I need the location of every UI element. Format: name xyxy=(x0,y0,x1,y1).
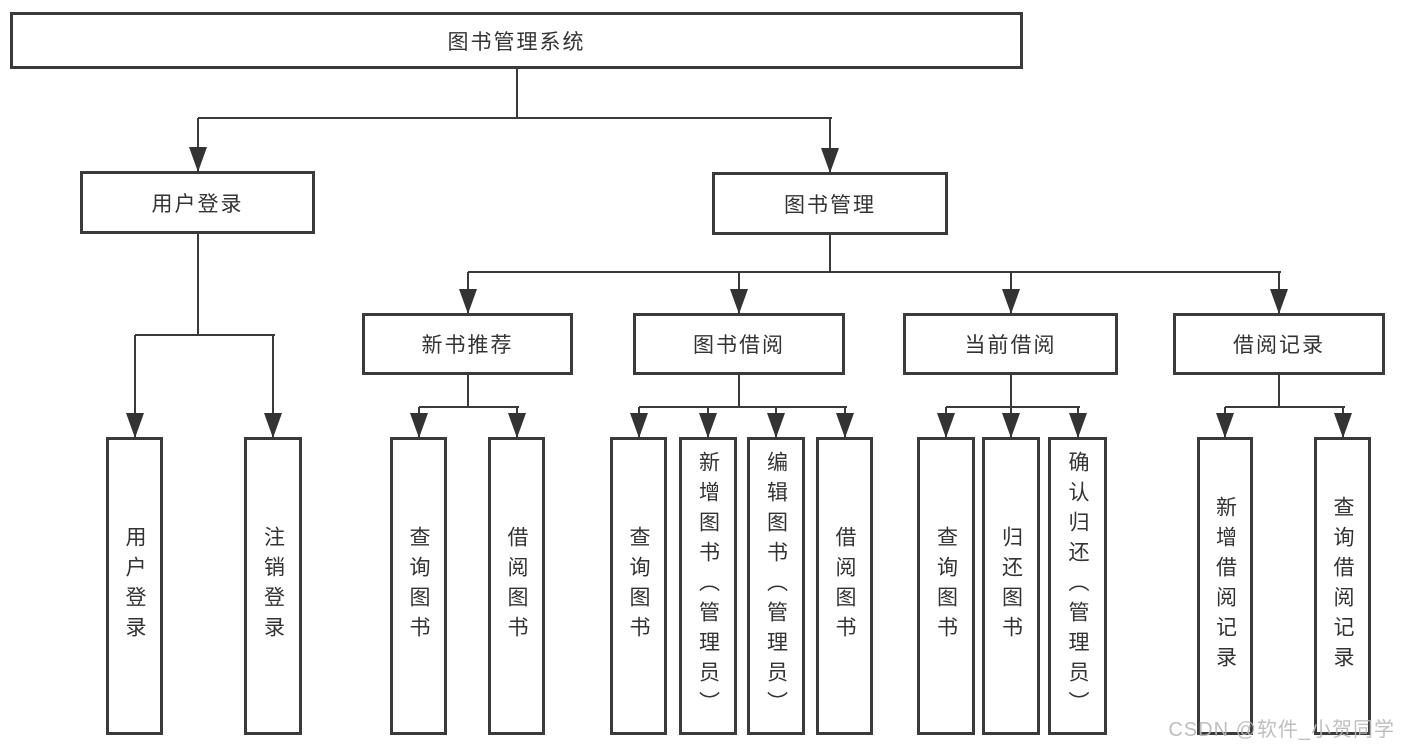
connector-line xyxy=(196,118,199,171)
node-leaf-query-book-2: 查询图书 xyxy=(610,437,667,735)
arrowhead-icon xyxy=(458,289,477,314)
node-label-leaf-logout: 注销登录 xyxy=(261,526,285,646)
arrowhead-icon xyxy=(629,413,648,438)
node-leaf-confirm-return: 确认归还（管理员） xyxy=(1048,437,1107,735)
arrowhead-icon xyxy=(835,413,854,438)
connector-line xyxy=(829,118,831,172)
node-label-leaf-return-book: 归还图书 xyxy=(999,526,1023,646)
arrowhead-icon xyxy=(188,147,207,172)
arrowhead-icon xyxy=(409,413,428,438)
connector-line xyxy=(272,335,274,437)
node-label-leaf-query-book-3: 查询图书 xyxy=(934,526,958,646)
node-label-leaf-borrow-book-2: 借阅图书 xyxy=(833,526,856,646)
arrowhead-icon xyxy=(1001,289,1020,314)
node-leaf-query-book-1: 查询图书 xyxy=(390,437,447,735)
arrowhead-icon xyxy=(1068,413,1087,438)
connector-line xyxy=(829,235,831,272)
node-leaf-borrow-book-2: 借阅图书 xyxy=(816,437,873,735)
node-borrow-records: 借阅记录 xyxy=(1173,313,1385,375)
node-label-leaf-borrow-book-1: 借阅图书 xyxy=(505,526,528,646)
arrowhead-icon xyxy=(1216,413,1234,438)
node-leaf-query-record: 查询借阅记录 xyxy=(1314,437,1371,735)
connector-line xyxy=(1278,375,1280,407)
node-leaf-edit-book: 编辑图书（管理员） xyxy=(747,437,805,735)
node-label-leaf-add-record: 新增借阅记录 xyxy=(1213,496,1237,676)
node-label-new-book-rec: 新书推荐 xyxy=(421,334,514,357)
node-label-book-borrow: 图书借阅 xyxy=(693,334,785,357)
arrowhead-icon xyxy=(699,413,717,438)
connector-line xyxy=(515,69,518,118)
node-label-root: 图书管理系统 xyxy=(447,30,586,54)
node-leaf-return-book: 归还图书 xyxy=(982,437,1040,735)
connector-line xyxy=(196,234,199,335)
node-leaf-user-login: 用户登录 xyxy=(106,437,163,735)
node-current-borrow: 当前借阅 xyxy=(903,313,1118,375)
connector-line xyxy=(418,406,519,408)
node-book-mgmt: 图书管理 xyxy=(712,172,948,235)
connector-line xyxy=(467,271,1281,273)
arrowhead-icon xyxy=(937,413,955,438)
connector-line xyxy=(197,117,832,119)
node-leaf-add-book: 新增图书（管理员） xyxy=(679,437,737,735)
arrowhead-icon xyxy=(767,413,785,438)
arrowhead-icon xyxy=(125,413,144,438)
arrowhead-icon xyxy=(1002,413,1020,438)
connector-line xyxy=(638,406,847,408)
node-label-borrow-records: 借阅记录 xyxy=(1233,334,1325,357)
connector-line xyxy=(1225,406,1345,408)
node-user-login: 用户登录 xyxy=(80,171,315,234)
arrowhead-icon xyxy=(821,148,839,173)
node-book-borrow: 图书借阅 xyxy=(633,313,845,375)
node-root: 图书管理系统 xyxy=(10,12,1023,69)
connector-line xyxy=(133,335,136,437)
node-label-current-borrow: 当前借阅 xyxy=(964,334,1057,357)
node-leaf-logout: 注销登录 xyxy=(244,437,302,735)
connector-line xyxy=(466,375,469,407)
node-leaf-add-record: 新增借阅记录 xyxy=(1197,437,1253,735)
node-label-leaf-user-login: 用户登录 xyxy=(123,526,146,646)
node-label-leaf-query-book-2: 查询图书 xyxy=(627,526,650,646)
node-new-book-rec: 新书推荐 xyxy=(362,313,573,375)
arrowhead-icon xyxy=(264,413,282,438)
node-label-leaf-edit-book: 编辑图书（管理员） xyxy=(764,451,788,721)
connector-line xyxy=(946,406,1080,408)
arrowhead-icon xyxy=(1333,413,1352,438)
arrowhead-icon xyxy=(730,289,748,314)
node-label-leaf-add-book: 新增图书（管理员） xyxy=(696,451,720,721)
node-label-user-login: 用户登录 xyxy=(151,192,244,216)
arrowhead-icon xyxy=(507,413,526,438)
csdn-watermark: CSDN @软件_小贺同学 xyxy=(1168,719,1395,741)
node-leaf-borrow-book-1: 借阅图书 xyxy=(488,437,545,735)
node-label-leaf-confirm-return: 确认归还（管理员） xyxy=(1066,451,1089,721)
node-leaf-query-book-3: 查询图书 xyxy=(917,437,975,735)
node-label-leaf-query-book-1: 查询图书 xyxy=(407,526,430,646)
arrowhead-icon xyxy=(1270,289,1288,314)
node-label-leaf-query-record: 查询借阅记录 xyxy=(1331,496,1354,676)
connector-line xyxy=(1009,375,1012,407)
node-label-book-mgmt: 图书管理 xyxy=(784,193,876,217)
connector-line xyxy=(134,334,275,336)
connector-line xyxy=(738,375,740,407)
